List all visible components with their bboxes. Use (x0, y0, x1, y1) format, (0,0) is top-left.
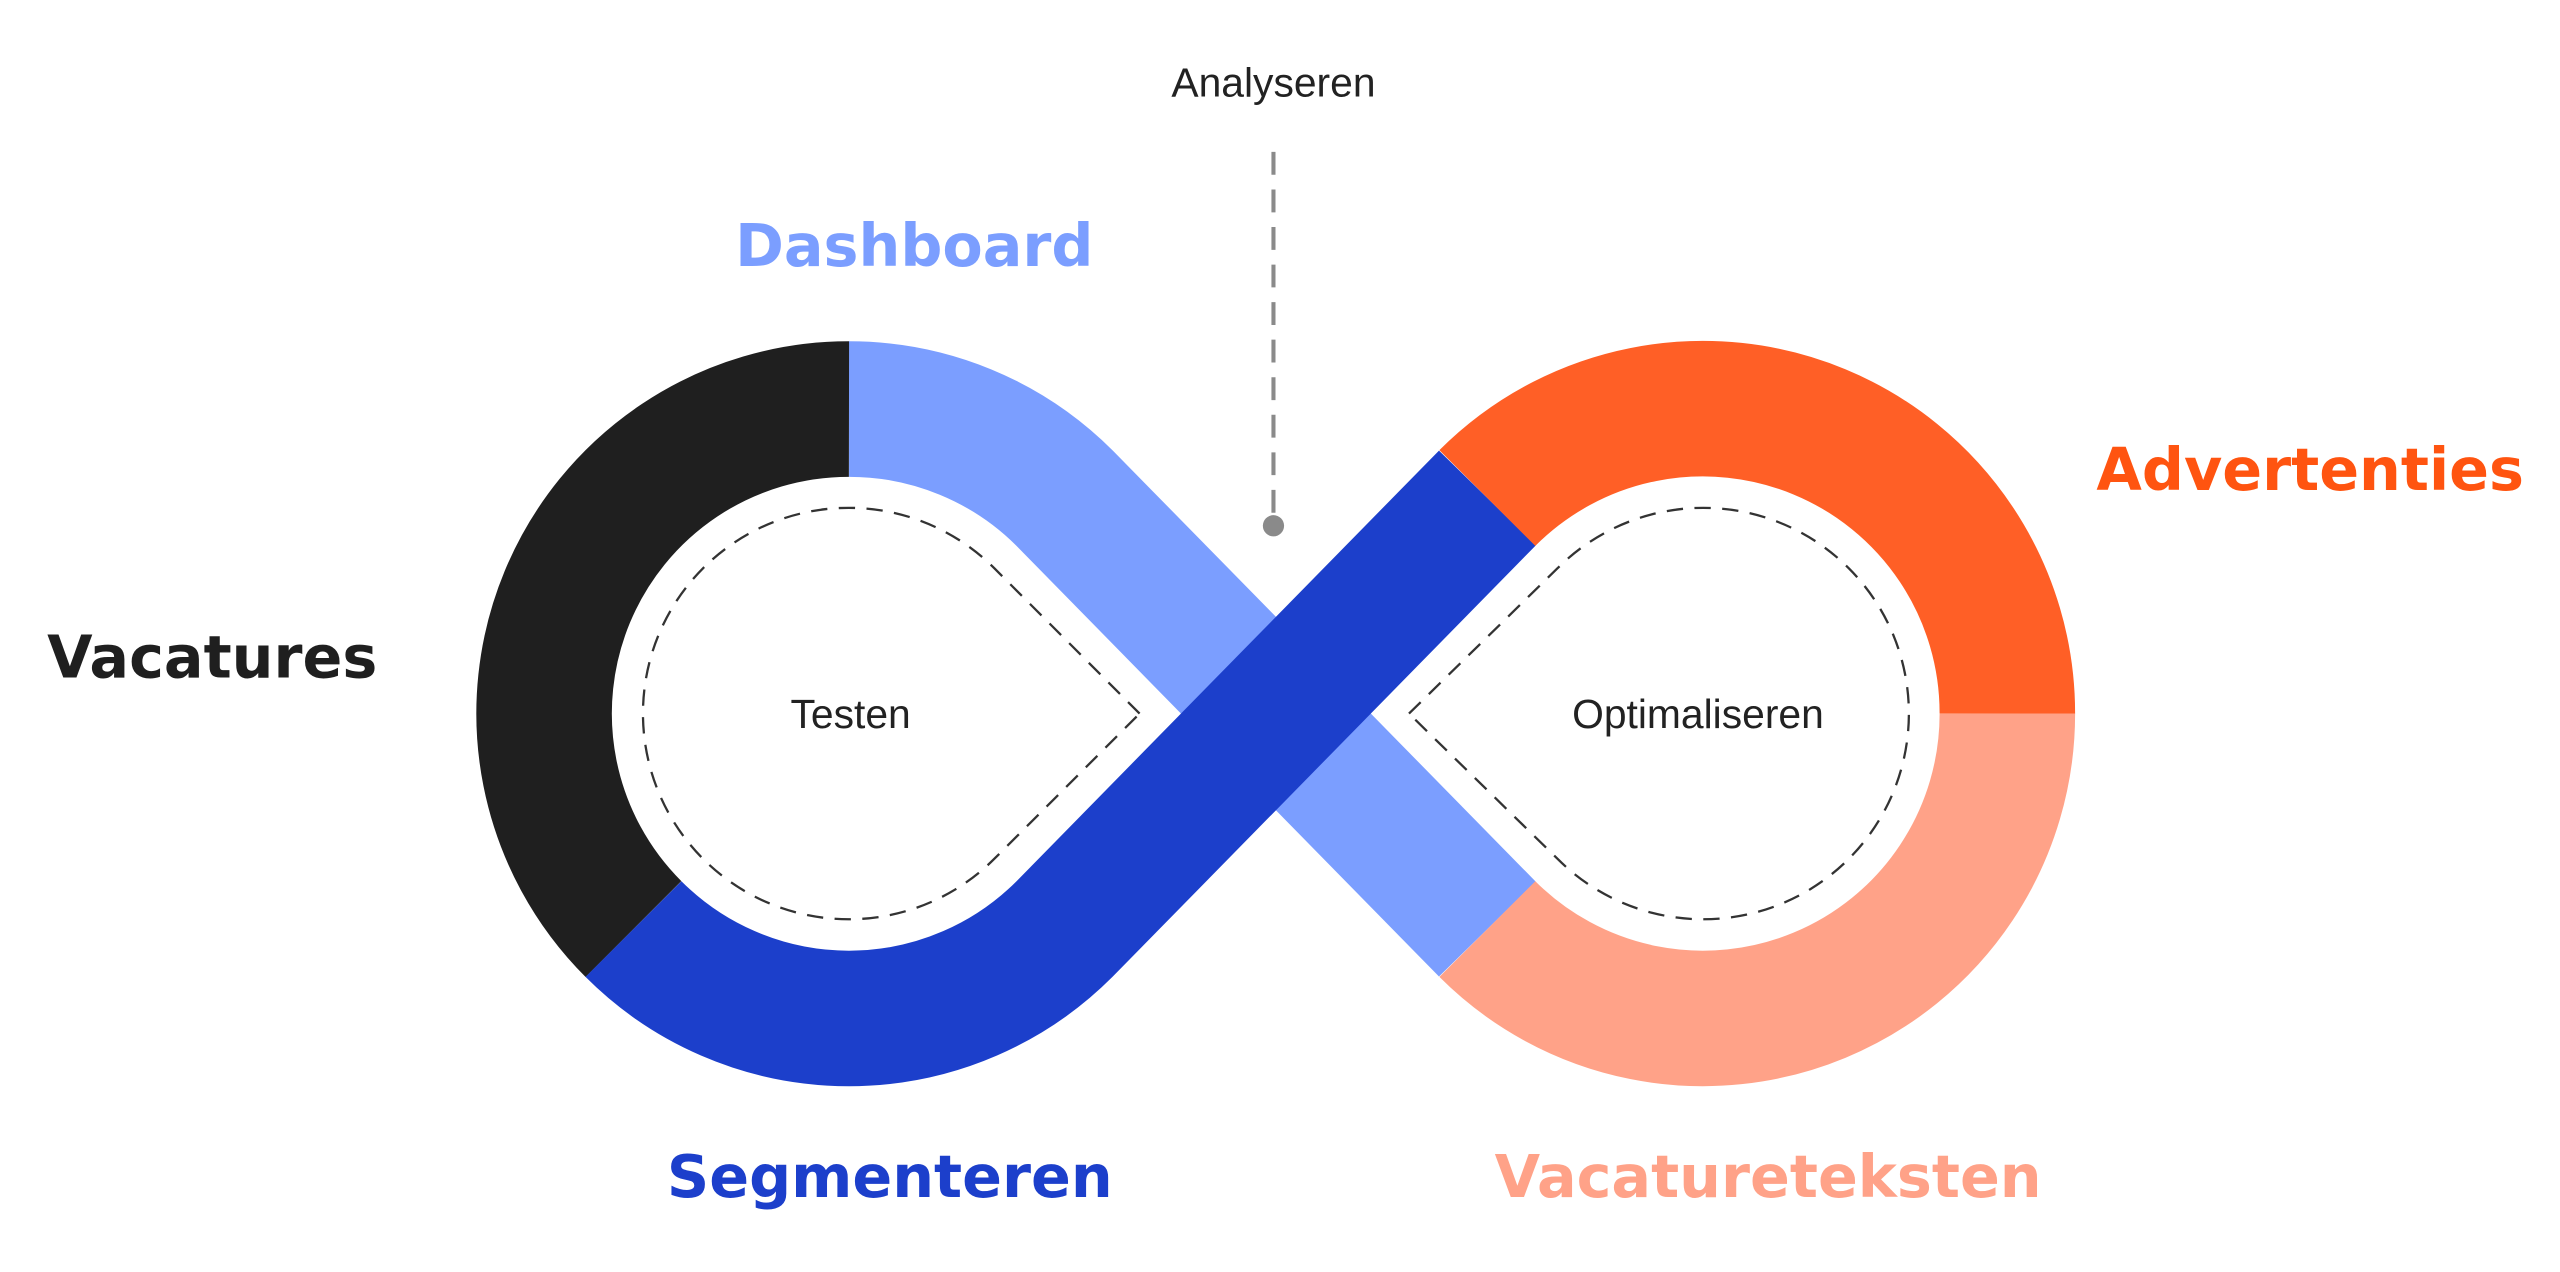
left-dashed-loop (641, 506, 1142, 921)
pointer-dot (1262, 515, 1285, 537)
segment-segmenteren (585, 450, 1536, 1087)
label-vacatures: Vacatures (47, 623, 377, 692)
label-testen: Testen (791, 691, 911, 737)
label-dashboard: Dashboard (735, 211, 1093, 280)
segment-vacatureteksten (1439, 712, 2076, 1087)
label-analyseren: Analyseren (1171, 59, 1375, 105)
label-segmenteren: Segmenteren (667, 1142, 1113, 1211)
segment-dashboard (847, 341, 1536, 977)
segment-advertenties (1439, 340, 2076, 715)
segment-vacatures (476, 341, 850, 977)
label-vacatureteksten: Vacatureteksten (1495, 1142, 2042, 1211)
label-optimaliseren: Optimaliseren (1572, 691, 1824, 737)
label-advertenties: Advertenties (2096, 435, 2524, 504)
right-dashed-loop (1407, 506, 1911, 921)
